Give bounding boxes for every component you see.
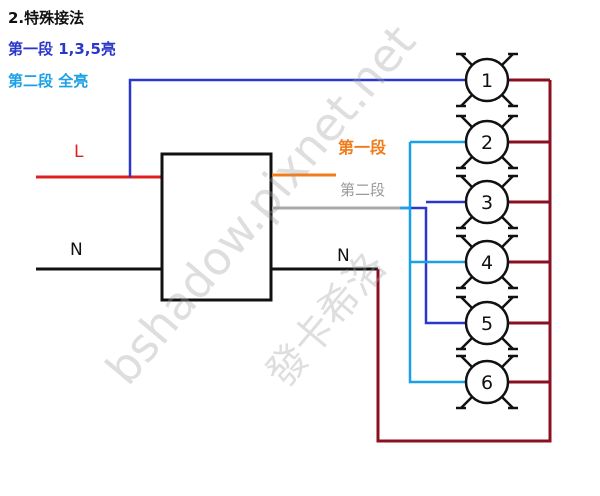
lamp-circle [464, 359, 510, 405]
lamp-6: 6 [456, 354, 518, 410]
lamp-number: 1 [481, 70, 493, 92]
lamp-number: 4 [481, 252, 493, 274]
stage1-legend: 第一段 1,3,5亮 [8, 40, 116, 58]
lamp-4: 4 [456, 234, 518, 290]
lamp-circle [464, 57, 510, 103]
stage1-feed-wire [128, 78, 466, 177]
lamp-number: 5 [481, 313, 493, 335]
diagram-title: 2.特殊接法 [8, 9, 85, 27]
lamps: 1 2 3 4 5 6 [456, 52, 518, 410]
lamp-5: 5 [456, 295, 518, 351]
stage2-legend: 第二段 全亮 [8, 72, 89, 90]
neutral-in-label: N [70, 240, 83, 260]
output2-label: 第二段 [340, 181, 386, 199]
lamp-number: 3 [481, 192, 493, 214]
live-label: L [74, 142, 84, 162]
stage2-bus-wire [408, 142, 466, 384]
lamp-2: 2 [456, 114, 518, 170]
lamp-circle [464, 239, 510, 285]
stage1-bus-wire [272, 206, 466, 325]
lamp-number: 6 [481, 372, 493, 394]
lamp-1: 1 [456, 52, 518, 108]
output1-label: 第一段 [338, 138, 387, 157]
lamp-circle [464, 300, 510, 346]
lamp-number: 2 [481, 132, 493, 154]
lamp-circle [464, 119, 510, 165]
lamp-circle [464, 179, 510, 225]
neutral-out-label: N [337, 246, 350, 266]
lamp-3: 3 [456, 174, 518, 230]
switch-box [160, 152, 273, 302]
